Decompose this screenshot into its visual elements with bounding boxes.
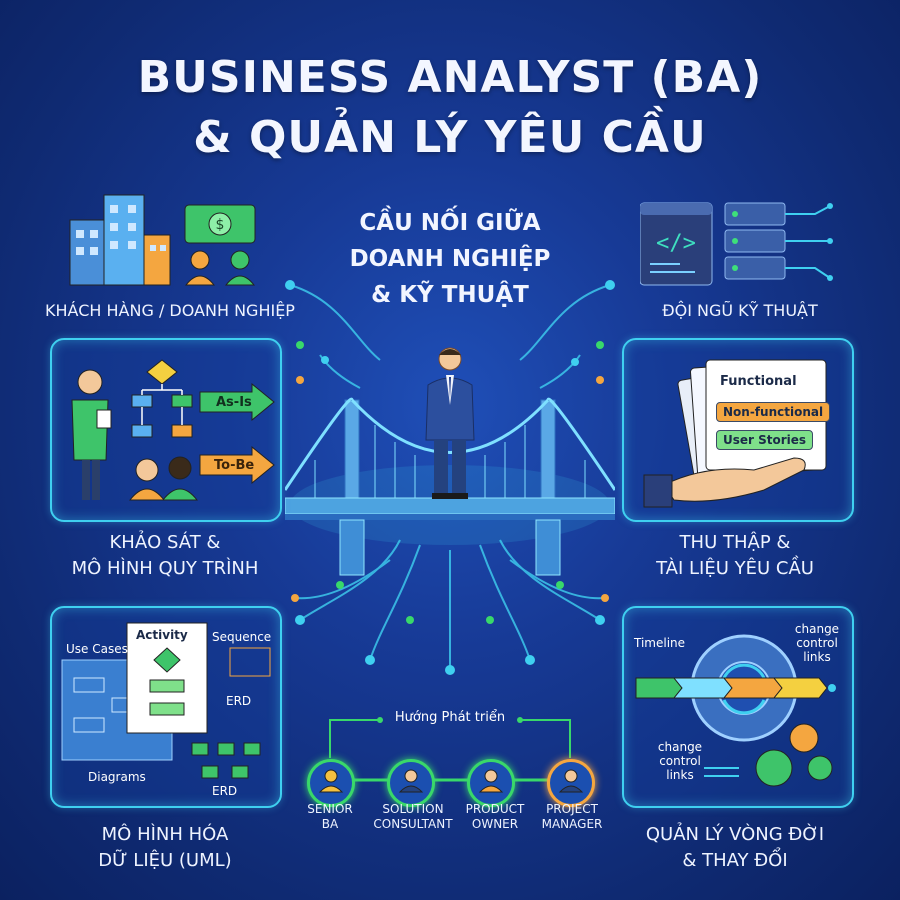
lifecycle-label-1: QUẢN LÝ VÒNG ĐỜI xyxy=(645,824,825,845)
solution-consultant-avatar xyxy=(387,759,435,807)
senior-ba-avatar xyxy=(307,759,355,807)
role-project-manager-line2: MANAGER xyxy=(541,817,603,831)
lifecycle-panel: change control links change control link… xyxy=(622,606,854,808)
non-functional-tag: Non-functional xyxy=(716,402,831,422)
process-flow-icon xyxy=(71,359,275,501)
erd-bottom-label: ERD xyxy=(212,784,238,798)
activity-label: Activity xyxy=(136,628,188,642)
role-product-owner-line1: PRODUCT xyxy=(465,802,525,816)
user-stories-tag: User Stories xyxy=(716,430,814,450)
role-product-owner: PRODUCT OWNER xyxy=(455,802,535,832)
title-line-2: & QUẢN LÝ YÊU CẦU xyxy=(193,112,707,163)
survey-label-1: KHẢO SÁT & xyxy=(109,532,221,553)
svg-text:</>: </> xyxy=(656,231,696,256)
customer-business-label: KHÁCH HÀNG / DOANH NGHIỆP xyxy=(45,301,295,320)
sequence-label: Sequence xyxy=(212,630,272,644)
business-analyst-figure xyxy=(425,347,475,499)
role-solution-consultant-line1: SOLUTION xyxy=(382,802,444,816)
requirements-panel: Functional Non-functional User Stories xyxy=(622,338,854,522)
survey-process-panel: As-Is To-Be xyxy=(50,338,282,522)
gear-timeline-icon xyxy=(635,634,836,787)
tech-team-label: ĐỘI NGŨ KỸ THUẬT xyxy=(662,301,818,320)
project-manager-avatar xyxy=(547,759,595,807)
center-line-2: DOANH NGHIỆP xyxy=(349,246,551,272)
role-senior-ba-line1: SENIOR xyxy=(307,802,353,816)
role-project-manager: PROJECT MANAGER xyxy=(532,802,612,832)
functional-tag: Functional xyxy=(714,372,803,391)
requirements-label-1: THU THẬP & xyxy=(679,532,791,553)
role-senior-ba-line2: BA xyxy=(321,817,339,831)
diagrams-label: Diagrams xyxy=(88,770,146,784)
business-buildings-icon: $ xyxy=(69,194,256,286)
tech-servers-icon: </> xyxy=(640,202,833,286)
svg-text:$: $ xyxy=(216,217,225,233)
erd-top-label: ERD xyxy=(226,694,252,708)
product-owner-avatar xyxy=(467,759,515,807)
as-is-tag: As-Is xyxy=(216,395,252,410)
center-line-3: & KỸ THUẬT xyxy=(371,282,529,308)
role-product-owner-line2: OWNER xyxy=(471,817,519,831)
uml-label-2: DỮ LIỆU (UML) xyxy=(98,850,232,871)
uml-label-1: MÔ HÌNH HÓA xyxy=(101,824,229,845)
bridge-illustration xyxy=(285,397,615,576)
to-be-tag: To-Be xyxy=(214,458,255,473)
uml-diagrams-icon xyxy=(61,622,271,779)
use-cases-label: Use Cases xyxy=(66,642,128,656)
role-project-manager-line1: PROJECT xyxy=(546,802,598,816)
role-solution-consultant-line2: CONSULTANT xyxy=(373,817,453,831)
change-control-links-top: change control links xyxy=(794,622,840,664)
requirements-label-2: TÀI LIỆU YÊU CẦU xyxy=(656,558,814,579)
change-control-links-bottom: change control links xyxy=(657,740,703,782)
role-senior-ba: SENIOR BA xyxy=(300,802,360,832)
role-solution-consultant: SOLUTION CONSULTANT xyxy=(368,802,458,832)
timeline-label: Timeline xyxy=(634,636,686,650)
career-path-title: Hướng Phát triển xyxy=(394,710,506,725)
career-path-connector xyxy=(329,717,571,782)
uml-panel: Use Cases Activity Sequence ERD Diagrams… xyxy=(50,606,282,808)
title-line-1: BUSINESS ANALYST (BA) xyxy=(137,52,763,103)
center-line-1: CẦU NỐI GIỮA xyxy=(359,210,541,236)
survey-label-2: MÔ HÌNH QUY TRÌNH xyxy=(71,558,259,579)
lifecycle-label-2: & THAY ĐỔI xyxy=(682,850,788,871)
